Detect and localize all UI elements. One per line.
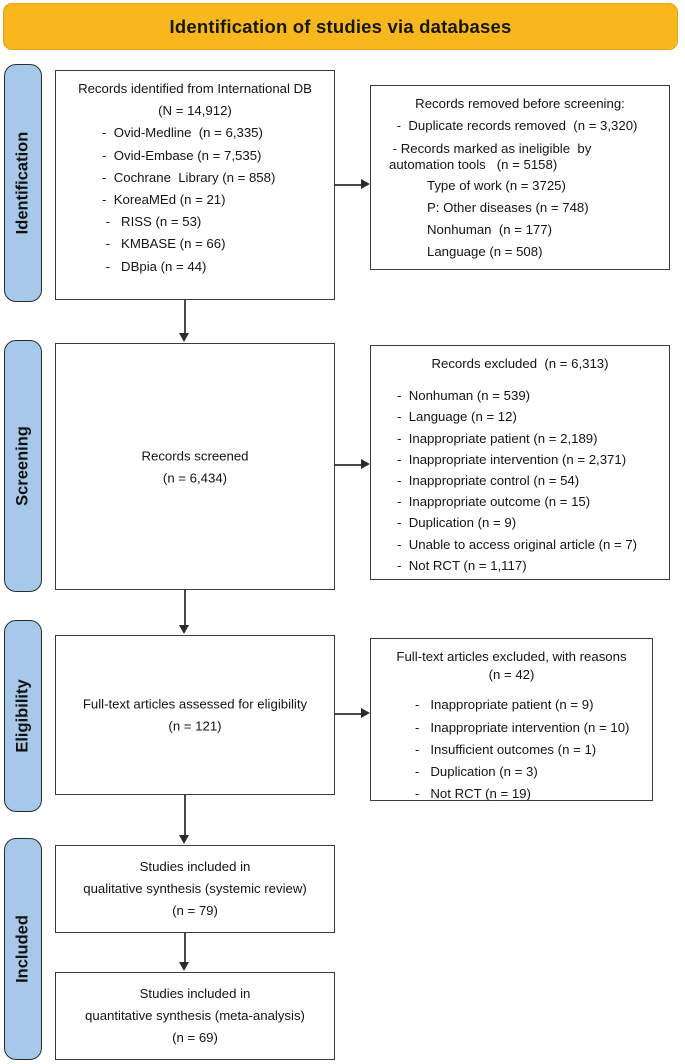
stage-label-included: Included	[13, 915, 32, 983]
box-records-removed: Records removed before screening: - Dupl…	[370, 85, 670, 270]
records-excluded-line-7: - Duplication (n = 9)	[397, 515, 517, 531]
records-removed-line-1: - Duplicate records removed (n = 3,320)	[393, 118, 638, 134]
connector-identified-to-screened	[184, 300, 186, 335]
diagram-title-banner: Identification of studies via databases	[3, 3, 678, 50]
records-excluded-line-5: - Inappropriate control (n = 54)	[397, 473, 580, 489]
records-removed-line-5: Nonhuman (n = 177)	[427, 222, 552, 238]
records-excluded-line-4: - Inappropriate intervention (n = 2,371)	[397, 451, 627, 467]
arrowhead-identified-to-removed	[361, 179, 370, 189]
qualitative-line-1: qualitative synthesis (systemic review)	[83, 881, 307, 897]
records-removed-line-4: P: Other diseases (n = 748)	[427, 199, 589, 215]
arrowhead-screened-to-fulltext	[179, 625, 189, 634]
fulltext-excluded-line-6: - Not RCT (n = 19)	[415, 786, 531, 802]
arrowhead-screened-to-excluded	[361, 459, 370, 469]
stage-label-eligibility: Eligibility	[13, 679, 32, 753]
fulltext-assessed-line-0: Full-text articles assessed for eligibil…	[82, 696, 308, 712]
records-excluded-line-6: - Inappropriate outcome (n = 15)	[397, 494, 591, 510]
records-excluded-line-1: - Nonhuman (n = 539)	[397, 388, 531, 404]
arrowhead-qualitative-to-quantitative	[179, 962, 189, 971]
connector-screened-to-fulltext	[184, 590, 186, 626]
records-identified-line-3: - Ovid-Embase (n = 7,535)	[102, 147, 262, 163]
records-removed-line-3: Type of work (n = 3725)	[427, 177, 566, 193]
connector-identified-to-removed	[335, 184, 363, 186]
box-quantitative-synthesis: Studies included in quantitative synthes…	[55, 972, 335, 1060]
records-removed-line-6: Language (n = 508)	[427, 244, 543, 260]
box-qualitative-synthesis: Studies included in qualitative synthesi…	[55, 845, 335, 933]
records-identified-line-7: - KMBASE (n = 66)	[102, 236, 226, 252]
box-records-excluded: Records excluded (n = 6,313) - Nonhuman …	[370, 345, 670, 580]
records-identified-line-6: - RISS (n = 53)	[102, 214, 202, 230]
stage-label-screening: Screening	[13, 426, 32, 506]
records-excluded-line-8: - Unable to access original article (n =…	[397, 536, 638, 552]
fulltext-excluded-line-4: - Insufficient outcomes (n = 1)	[415, 741, 597, 757]
fulltext-excluded-line-3: - Inappropriate intervention (n = 10)	[415, 719, 630, 735]
connector-screened-to-excluded	[335, 464, 363, 466]
fulltext-excluded-line-1: (n = 42)	[488, 667, 535, 683]
records-identified-line-4: - Cochrane Library (n = 858)	[102, 169, 276, 185]
box-fulltext-assessed: Full-text articles assessed for eligibil…	[55, 635, 335, 795]
box-records-identified: Records identified from International DB…	[55, 70, 335, 300]
stage-label-identification: Identification	[13, 131, 32, 235]
records-identified-line-8: - DBpia (n = 44)	[102, 258, 207, 274]
fulltext-excluded-line-0: Full-text articles excluded, with reason…	[396, 649, 627, 664]
qualitative-line-0: Studies included in	[139, 859, 251, 875]
box-fulltext-excluded: Full-text articles excluded, with reason…	[370, 638, 653, 801]
records-screened-line-1: (n = 6,434)	[162, 470, 228, 485]
fulltext-excluded-line-5: - Duplication (n = 3)	[415, 764, 538, 780]
records-identified-line-1: (N = 14,912)	[158, 103, 232, 119]
connector-qualitative-to-quantitative	[184, 933, 186, 963]
records-removed-line-2: - Records marked as ineligible by automa…	[389, 141, 592, 172]
quantitative-line-1: quantitative synthesis (meta-analysis)	[85, 1008, 305, 1024]
records-identified-line-5: - KoreaMEd (n = 21)	[102, 192, 226, 208]
records-excluded-line-3: - Inappropriate patient (n = 2,189)	[397, 430, 598, 446]
qualitative-line-2: (n = 79)	[172, 903, 218, 919]
records-excluded-line-2: - Language (n = 12)	[397, 409, 517, 425]
records-screened-line-0: Records screened	[141, 447, 249, 463]
connector-fulltext-to-excluded	[335, 713, 363, 715]
arrowhead-fulltext-to-qualitative	[179, 835, 189, 844]
arrowhead-fulltext-to-excluded	[361, 708, 370, 718]
stage-tab-eligibility: Eligibility	[4, 620, 42, 812]
connector-fulltext-to-qualitative	[184, 795, 186, 836]
fulltext-excluded-line-2: - Inappropriate patient (n = 9)	[415, 697, 594, 713]
records-identified-line-0: Records identified from International DB	[78, 81, 312, 96]
quantitative-line-0: Studies included in	[139, 986, 251, 1002]
records-excluded-line-0: Records excluded (n = 6,313)	[431, 356, 609, 371]
diagram-title: Identification of studies via databases	[169, 15, 512, 37]
stage-tab-included: Included	[4, 838, 42, 1060]
stage-tab-identification: Identification	[4, 64, 42, 302]
fulltext-assessed-line-1: (n = 121)	[168, 718, 222, 734]
records-identified-line-2: - Ovid-Medline (n = 6,335)	[102, 125, 263, 141]
records-excluded-line-9: - Not RCT (n = 1,117)	[397, 557, 527, 573]
arrowhead-identified-to-screened	[179, 333, 189, 342]
stage-tab-screening: Screening	[4, 340, 42, 592]
records-removed-line-0: Records removed before screening:	[415, 96, 625, 111]
quantitative-line-2: (n = 69)	[172, 1030, 218, 1046]
box-records-screened: Records screened (n = 6,434)	[55, 343, 335, 590]
